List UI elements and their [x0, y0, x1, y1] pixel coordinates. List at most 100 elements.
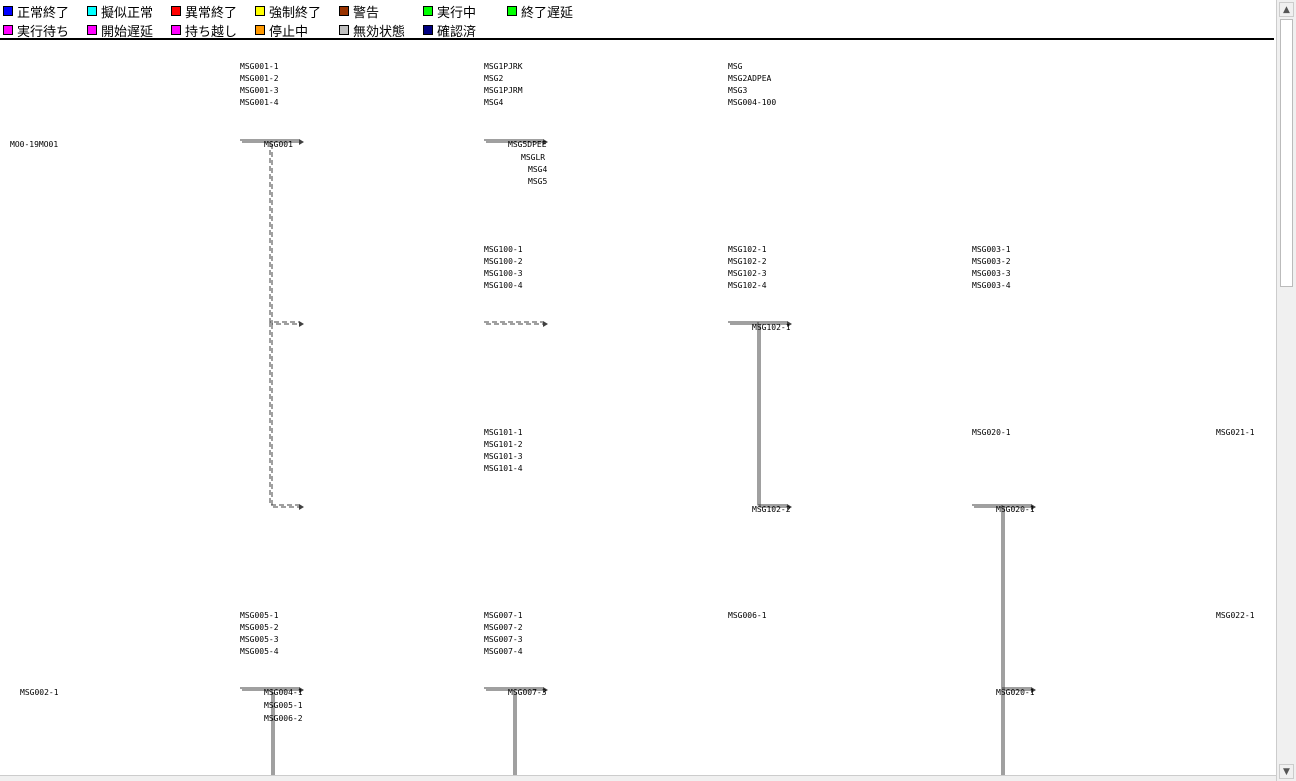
- legend-label: 擬似正常: [101, 5, 154, 21]
- edge-message-label: MSG020-1: [996, 688, 1035, 697]
- message-label: MSG100-3: [484, 269, 523, 278]
- message-label: MSG021-1: [1216, 428, 1255, 437]
- legend-swatch: [3, 25, 13, 35]
- scroll-down-button[interactable]: ▼: [1279, 764, 1294, 779]
- edge-message-label: MSG006-2: [264, 714, 303, 723]
- legend-swatch: [423, 25, 433, 35]
- status-legend: 正常終了 擬似正常 異常終了 強制終了 警告 実行中 終了遅延実行待ち 開始遅延 持ち越し 停止中…: [0, 0, 1274, 40]
- message-label: MSG2ADPEA: [728, 74, 772, 83]
- legend-swatch: [87, 25, 97, 35]
- message-label: MSG101-4: [484, 464, 523, 473]
- message-label: MSG2: [484, 74, 504, 83]
- legend-swatch: [507, 6, 517, 16]
- message-label: MSG102-4: [728, 281, 767, 290]
- edge-020-022: [1003, 507, 1034, 691]
- legend-swatch: [87, 6, 97, 16]
- scroll-up-button[interactable]: ▲: [1279, 2, 1294, 17]
- edge-message-label: MO0-19MO01: [10, 140, 59, 149]
- edge-arrow: [787, 321, 792, 327]
- legend-label: 警告: [353, 5, 380, 21]
- edge-message-label: MSG102-1: [752, 323, 791, 332]
- edge-message-label: MSG5: [528, 177, 548, 186]
- legend-item: 開始遅延: [87, 21, 154, 40]
- message-label: MSG001-1: [240, 62, 279, 71]
- message-label: MSG005-3: [240, 635, 279, 644]
- legend-swatch: [3, 6, 13, 16]
- legend-item: 終了遅延: [507, 2, 573, 21]
- message-label: MSG005-1: [240, 611, 279, 620]
- legend-swatch: [339, 25, 349, 35]
- message-label: MSG1PJRM: [484, 86, 523, 95]
- message-label: MSG007-2: [484, 623, 523, 632]
- edge-message-label: MSG020-1: [996, 505, 1035, 514]
- message-label: MSG007-1: [484, 611, 523, 620]
- message-label: MSG007-3: [484, 635, 523, 644]
- legend-label: 実行待ち: [17, 24, 70, 40]
- message-label: MSG003-1: [972, 245, 1011, 254]
- message-label: MSG: [728, 62, 743, 71]
- message-label: MSG003-2: [972, 257, 1011, 266]
- legend-label: 強制終了: [269, 5, 322, 21]
- legend-label: 持ち越し: [185, 24, 238, 40]
- edge-arrow: [1031, 687, 1036, 693]
- edge-arrow: [299, 139, 304, 145]
- message-label: MSG007-4: [484, 647, 523, 656]
- vertical-scrollbar[interactable]: ▲ ▼: [1276, 0, 1296, 781]
- message-label: MSG001-3: [240, 86, 279, 95]
- message-label: MSG100-1: [484, 245, 523, 254]
- message-label: MSG100-4: [484, 281, 523, 290]
- message-label: MSG022-1: [1216, 611, 1255, 620]
- legend-item: 実行中: [423, 2, 477, 21]
- legend-label: 確認済: [437, 24, 477, 40]
- legend-swatch: [255, 6, 265, 16]
- legend-item: 持ち越し: [171, 21, 238, 40]
- scroll-thumb[interactable]: [1280, 19, 1293, 287]
- message-label: MSG102-3: [728, 269, 767, 278]
- edge-arrow: [543, 687, 548, 693]
- edge-arrow: [299, 504, 304, 510]
- edge-001-101: [269, 322, 300, 506]
- legend-item: 擬似正常: [87, 2, 154, 21]
- message-label: MSG001-4: [240, 98, 279, 107]
- legend-label: 異常終了: [185, 5, 238, 21]
- edge-001-100: [269, 142, 300, 323]
- edge-020-022: [1001, 505, 1032, 689]
- legend-swatch: [171, 6, 181, 16]
- legend-label: 正常終了: [17, 5, 70, 21]
- edge-102-020: [759, 324, 790, 508]
- legend-label: 開始遅延: [101, 24, 154, 40]
- legend-item: 強制終了: [255, 2, 322, 21]
- message-label: MSG1PJRK: [484, 62, 523, 71]
- edge-001-100: [271, 144, 302, 325]
- edge-message-label: MSG4: [528, 165, 548, 174]
- legend-item: 無効状態: [339, 21, 405, 40]
- edge-message-label: MSG007-3: [508, 688, 547, 697]
- edge-message-label: MSGLR: [521, 153, 546, 162]
- message-label: MSG001-2: [240, 74, 279, 83]
- legend-item: 正常終了: [3, 2, 70, 21]
- message-label: MSG004-100: [728, 98, 777, 107]
- edge-arrow: [543, 139, 548, 145]
- message-label: MSG101-3: [484, 452, 523, 461]
- message-label: MSG102-2: [728, 257, 767, 266]
- edge-102-020: [757, 322, 788, 506]
- edge-arrow: [543, 321, 548, 327]
- legend-label: 停止中: [269, 24, 309, 40]
- legend-label: 実行中: [437, 5, 477, 21]
- message-label: MSG003-3: [972, 269, 1011, 278]
- edge-message-label: MSG5DPEE: [508, 140, 547, 149]
- message-label: MSG005-2: [240, 623, 279, 632]
- edge-arrow: [1031, 504, 1036, 510]
- legend-item: 停止中: [255, 21, 309, 40]
- legend-item: 警告: [339, 2, 380, 21]
- legend-swatch: [171, 25, 181, 35]
- horizontal-scrollbar[interactable]: [0, 775, 1276, 781]
- edge-message-label: MSG001: [264, 140, 293, 149]
- message-label: MSG4: [484, 98, 504, 107]
- message-label: MSG101-1: [484, 428, 523, 437]
- edge-arrow: [299, 687, 304, 693]
- legend-swatch: [423, 6, 433, 16]
- message-label: MSG101-2: [484, 440, 523, 449]
- edge-message-label: MSG002-1: [20, 688, 59, 697]
